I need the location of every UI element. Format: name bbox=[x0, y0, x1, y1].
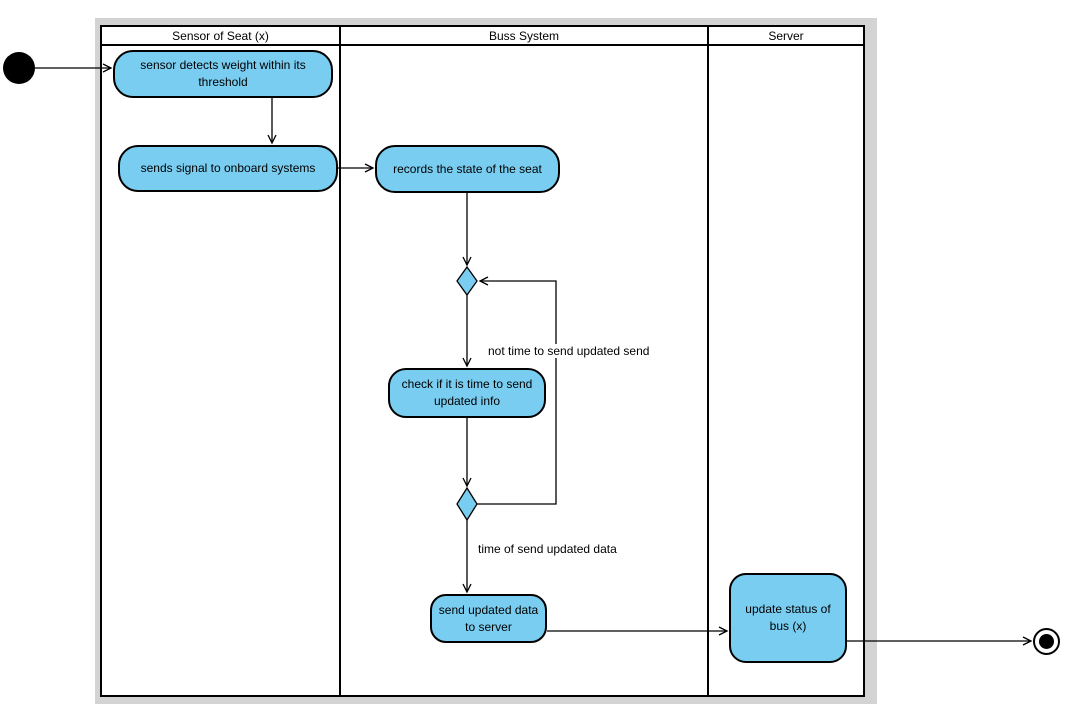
activity-label: records the state of the seat bbox=[393, 161, 542, 176]
activity-label: sends signal to onboard systems bbox=[140, 161, 316, 175]
activity-check-if-time: check if it is time to send updated info bbox=[388, 368, 546, 418]
edge-label-decision-2-to-send-updated: time of send updated data bbox=[477, 542, 618, 556]
lane-label: Buss System bbox=[488, 28, 560, 43]
activity-update-status-bus: update status of bus (x) bbox=[729, 573, 847, 663]
activity-sensor-detects-weight: sensor detects weight within its thresho… bbox=[113, 50, 333, 98]
activity-label: check if it is time to send updated info bbox=[401, 377, 533, 408]
final-node bbox=[1033, 628, 1060, 655]
activity-sends-signal-onboard: sends signal to onboard systems bbox=[118, 145, 338, 192]
lane-header-server: Server bbox=[709, 27, 863, 46]
final-node-inner-dot bbox=[1039, 634, 1054, 649]
lane-server: Server bbox=[709, 27, 863, 695]
lane-header-sensor-of-seat: Sensor of Seat (x) bbox=[102, 27, 339, 46]
lane-sensor-of-seat: Sensor of Seat (x) bbox=[102, 27, 341, 695]
initial-node bbox=[3, 52, 35, 84]
activity-label: update status of bus (x) bbox=[745, 602, 831, 633]
activity-records-state-of-seat: records the state of the seat bbox=[375, 145, 560, 193]
edge-label-decision-2-loop-to-decision-1: not time to send updated send bbox=[487, 344, 651, 358]
activity-label: sensor detects weight within its thresho… bbox=[140, 58, 306, 89]
lane-buss-system: Buss System bbox=[341, 27, 709, 695]
activity-send-updated-data: send updated data to server bbox=[430, 594, 547, 643]
activity-label: send updated data to server bbox=[438, 602, 539, 634]
lane-label: Server bbox=[768, 28, 804, 43]
lane-label: Sensor of Seat (x) bbox=[172, 28, 269, 43]
lane-header-buss-system: Buss System bbox=[341, 27, 707, 46]
